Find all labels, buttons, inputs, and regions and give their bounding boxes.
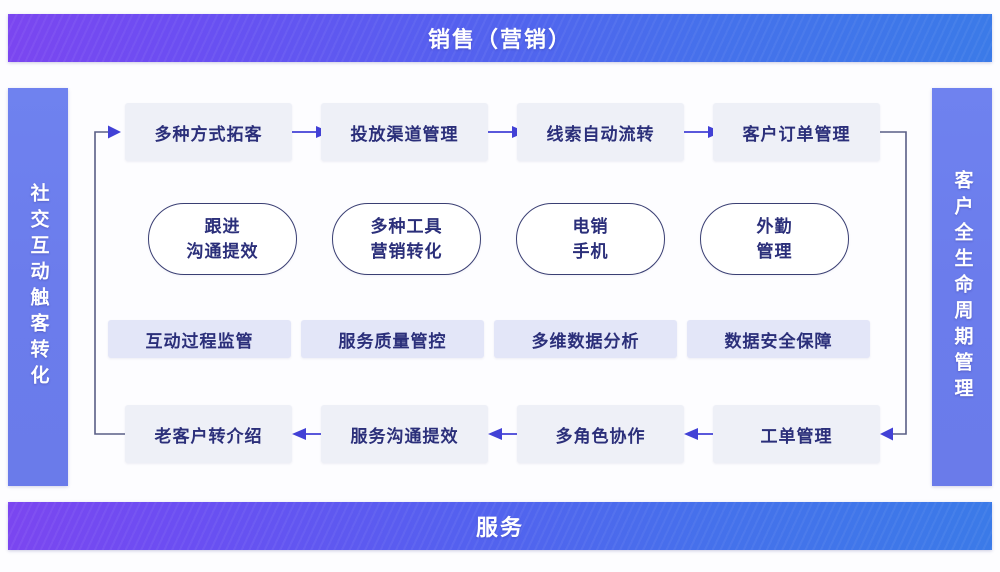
row2-item-2-line1: 多种工具 (370, 216, 443, 236)
row1-item-3-label: 线索自动流转 (546, 124, 655, 144)
row2-item-4-line1: 外勤 (756, 216, 793, 236)
row4-item-1-label: 老客户转介绍 (154, 426, 263, 446)
row3-item-3[interactable]: 多维数据分析 (494, 320, 677, 358)
banner-sales-label: 销售（营销） (427, 27, 572, 52)
banner-sales: 销售（营销） (8, 14, 992, 62)
row1-item-4-label: 客户订单管理 (742, 124, 851, 144)
rail-left-label: 社交互动触客转化 (27, 183, 49, 391)
row2-item-1-line1: 跟进 (204, 216, 241, 236)
row2-item-3-line2: 手机 (572, 242, 609, 261)
row1-item-2[interactable]: 投放渠道管理 (321, 103, 488, 161)
row4-item-2[interactable]: 服务沟通提效 (321, 405, 488, 463)
row3-item-3-label: 多维数据分析 (531, 331, 640, 351)
banner-service-label: 服务 (475, 515, 524, 540)
rail-right-label: 客户全生命周期管理 (951, 170, 973, 404)
row2-item-1-line2: 沟通提效 (186, 242, 259, 261)
row4-item-3[interactable]: 多角色协作 (517, 405, 684, 463)
row2-item-4-line2: 管理 (756, 242, 793, 261)
row3-item-1-label: 互动过程监管 (145, 331, 254, 351)
row4-item-1[interactable]: 老客户转介绍 (125, 405, 292, 463)
rail-left-social-conversion: 社交互动触客转化 (8, 88, 68, 486)
row3-item-4-label: 数据安全保障 (724, 331, 833, 351)
row1-item-2-label: 投放渠道管理 (350, 124, 459, 144)
row3-item-1[interactable]: 互动过程监管 (108, 320, 291, 358)
row2-item-1[interactable]: 跟进 沟通提效 (148, 203, 297, 275)
row2-item-2[interactable]: 多种工具 营销转化 (332, 203, 481, 275)
flow-area: 多种方式拓客 投放渠道管理 线索自动流转 客户订单管理 跟进 沟通提效 多种工具… (80, 88, 930, 486)
row2-item-4[interactable]: 外勤 管理 (700, 203, 849, 275)
row3-item-2[interactable]: 服务质量管控 (301, 320, 484, 358)
row4-item-3-label: 多角色协作 (555, 426, 646, 446)
row1-item-4[interactable]: 客户订单管理 (713, 103, 880, 161)
row4-item-4[interactable]: 工单管理 (713, 405, 880, 463)
row2-item-2-line2: 营销转化 (370, 242, 443, 261)
row2-item-3[interactable]: 电销 手机 (516, 203, 665, 275)
row4-item-2-label: 服务沟通提效 (350, 426, 459, 446)
rail-right-lifecycle: 客户全生命周期管理 (932, 88, 992, 486)
row1-item-1[interactable]: 多种方式拓客 (125, 103, 292, 161)
row1-item-3[interactable]: 线索自动流转 (517, 103, 684, 161)
row3-item-2-label: 服务质量管控 (338, 331, 447, 351)
row2-item-3-line1: 电销 (572, 216, 609, 236)
row4-item-4-label: 工单管理 (760, 426, 833, 446)
row1-item-1-label: 多种方式拓客 (154, 124, 263, 144)
row3-item-4[interactable]: 数据安全保障 (687, 320, 870, 358)
banner-service: 服务 (8, 502, 992, 550)
